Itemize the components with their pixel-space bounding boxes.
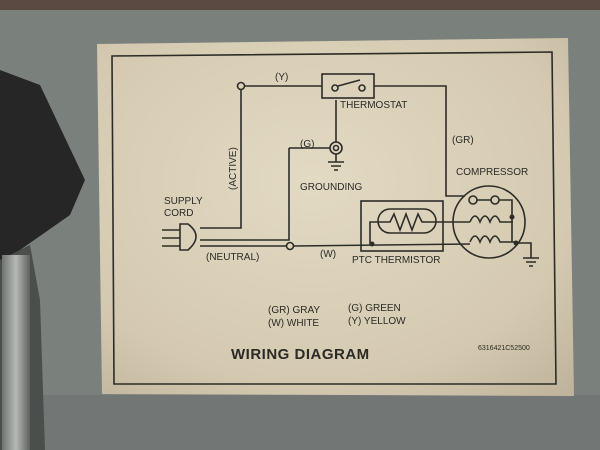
compressor-label: COMPRESSOR bbox=[456, 167, 528, 178]
thermostat-symbol bbox=[321, 73, 375, 99]
ptc-thermistor-label: PTC THERMISTOR bbox=[352, 255, 441, 266]
wire-label-y: (Y) bbox=[275, 72, 288, 83]
wire-label-g: (G) bbox=[300, 139, 314, 150]
part-code: 6316421C52500 bbox=[478, 345, 530, 352]
diagram-title: WIRING DIAGRAM bbox=[231, 346, 370, 363]
wire-label-gr: (GR) bbox=[452, 135, 474, 146]
legend-green: (G) GREEN bbox=[348, 303, 401, 314]
wires bbox=[200, 81, 471, 251]
grounding-label: GROUNDING bbox=[300, 182, 362, 193]
legend-gray: (GR) GRAY bbox=[268, 305, 320, 316]
ptc-thermistor-symbol bbox=[360, 200, 470, 252]
legend-yellow: (Y) YELLOW bbox=[348, 316, 406, 327]
wiring-label: (Y) THERMOSTAT (G) GROUNDING (ACTIVE) (G… bbox=[97, 38, 574, 396]
thermostat-label: THERMOSTAT bbox=[340, 100, 407, 111]
supply-cord-label-1: SUPPLY bbox=[164, 196, 203, 207]
wire-label-neutral: (NEUTRAL) bbox=[206, 252, 259, 263]
supply-plug-symbol bbox=[162, 223, 197, 251]
legend-white: (W) WHITE bbox=[268, 318, 319, 329]
conduit-pipe bbox=[2, 255, 30, 450]
grounding-symbol bbox=[328, 141, 344, 171]
wire-label-active: (ACTIVE) bbox=[228, 147, 239, 190]
supply-cord-label-2: CORD bbox=[164, 208, 193, 219]
compressor-symbol bbox=[452, 185, 539, 267]
dark-bracket bbox=[0, 70, 85, 265]
wire-label-w: (W) bbox=[320, 249, 336, 260]
top-strip bbox=[0, 0, 600, 10]
